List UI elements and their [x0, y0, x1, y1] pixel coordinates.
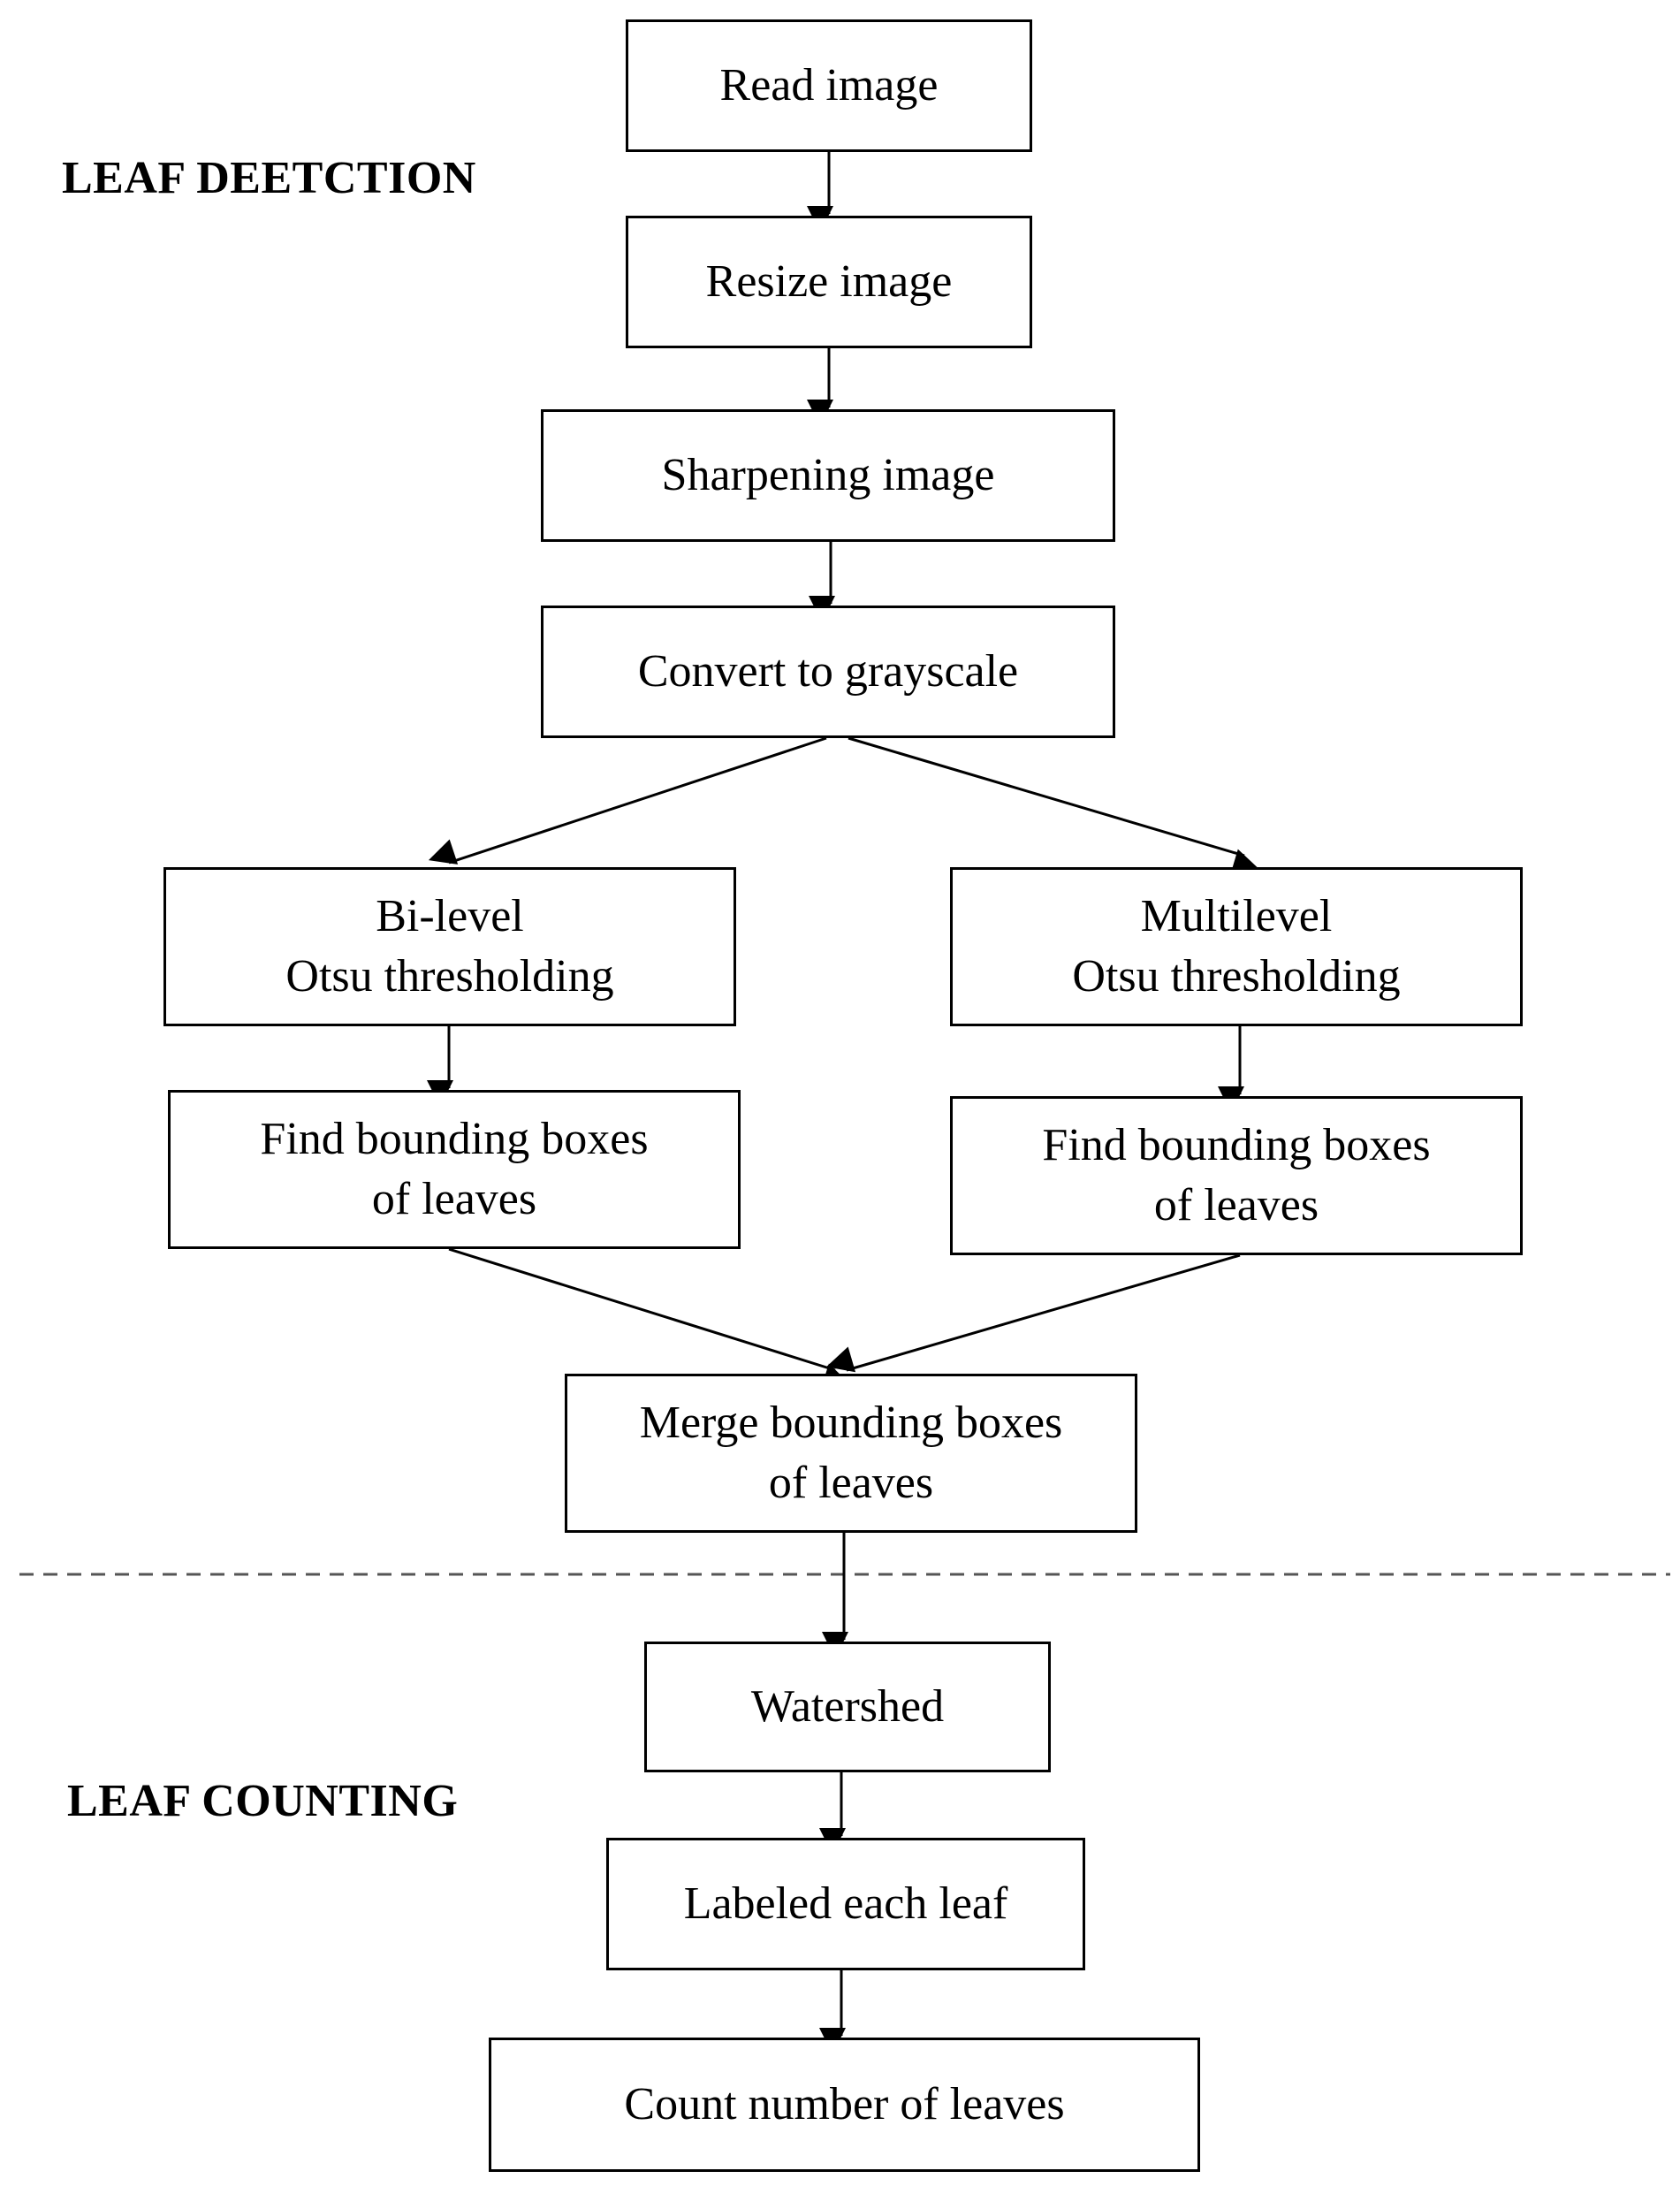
section-label-leaf-counting: LEAF COUNTING — [67, 1776, 459, 1826]
step-label-line-2: of leaves — [768, 1458, 934, 1508]
step-find-bounding-boxes-right: Find bounding boxes of leaves — [950, 1096, 1523, 1255]
step-label-line-2: of leaves — [371, 1174, 537, 1224]
arrow-find-right-to-merge — [826, 1253, 1241, 1373]
step-label: Sharpening image — [661, 450, 995, 500]
step-multilevel-otsu: Multilevel Otsu thresholding — [950, 867, 1523, 1026]
step-read-image: Read image — [626, 19, 1032, 152]
step-label-line-1: Find bounding boxes — [1042, 1120, 1431, 1170]
step-label: Count number of leaves — [624, 2079, 1065, 2129]
step-label-line-2: of leaves — [1153, 1180, 1319, 1230]
step-label-line-1: Bi-level — [376, 891, 524, 941]
step-label-line-1: Merge bounding boxes — [639, 1398, 1063, 1448]
step-label-line-1: Find bounding boxes — [260, 1114, 649, 1164]
step-label-line-2: Otsu thresholding — [285, 951, 614, 1002]
step-bilevel-otsu: Bi-level Otsu thresholding — [163, 867, 736, 1026]
step-label: Convert to grayscale — [637, 646, 1019, 697]
step-label: Labeled each leaf — [683, 1878, 1008, 1929]
step-label: Watershed — [750, 1681, 945, 1732]
step-label-line-1: Multilevel — [1140, 891, 1333, 941]
step-find-bounding-boxes-left: Find bounding boxes of leaves — [168, 1090, 741, 1249]
step-label: Resize image — [705, 256, 953, 307]
section-label-leaf-detection: LEAF DEETCTION — [62, 153, 476, 203]
step-watershed: Watershed — [644, 1642, 1051, 1772]
step-sharpening-image: Sharpening image — [541, 409, 1115, 542]
arrow-find-left-to-merge — [448, 1247, 851, 1390]
step-resize-image: Resize image — [626, 216, 1032, 348]
arrow-gray-to-multilevel — [848, 736, 1260, 875]
step-labeled-each-leaf: Labeled each leaf — [606, 1838, 1085, 1970]
arrow-gray-to-bilevel — [428, 736, 827, 865]
step-count-leaves: Count number of leaves — [489, 2038, 1200, 2172]
step-label: Read image — [719, 60, 939, 110]
step-merge-bounding-boxes: Merge bounding boxes of leaves — [565, 1374, 1137, 1533]
step-label-line-2: Otsu thresholding — [1072, 951, 1401, 1002]
step-convert-grayscale: Convert to grayscale — [541, 606, 1115, 738]
